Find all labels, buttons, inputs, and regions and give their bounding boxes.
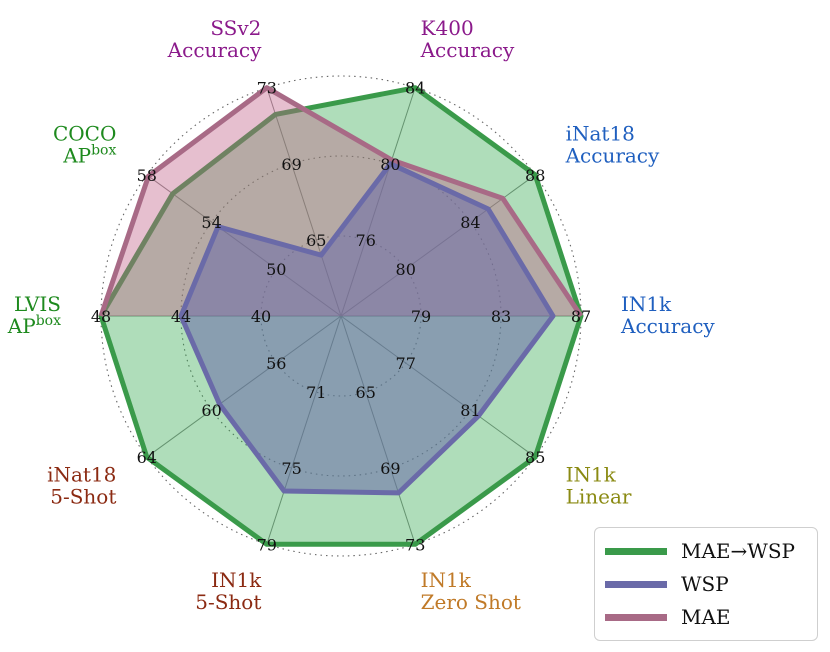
tick-k400-acc-1: 76 <box>356 231 376 250</box>
tick-in1k-5shot-2: 75 <box>281 459 301 478</box>
tick-lvis-ap-2: 44 <box>171 307 191 326</box>
series-wsp <box>178 161 556 496</box>
tick-in1k-linear-3: 85 <box>525 448 545 467</box>
tick-in1k-zeroshot-3: 73 <box>405 535 425 554</box>
chart-legend: MAE→WSP WSP MAE <box>594 527 818 641</box>
tick-k400-acc-3: 84 <box>405 79 425 98</box>
legend-item-mae: MAE <box>605 602 731 632</box>
legend-label-mae-wsp: MAE→WSP <box>681 539 795 563</box>
tick-inat18-5shot-1: 56 <box>266 354 286 373</box>
tick-in1k-acc-1: 79 <box>411 307 431 326</box>
legend-label-wsp: WSP <box>681 572 729 596</box>
tick-in1k-linear-2: 81 <box>460 401 480 420</box>
tick-inat18-acc-1: 80 <box>396 260 416 279</box>
tick-in1k-zeroshot-1: 65 <box>356 383 376 402</box>
series-line-mae <box>98 85 584 318</box>
tick-in1k-zeroshot-2: 69 <box>380 459 400 478</box>
tick-k400-acc-2: 80 <box>380 155 400 174</box>
tick-ssv2-acc-1: 65 <box>306 231 326 250</box>
legend-swatch-wsp <box>605 580 667 588</box>
legend-item-mae-wsp: MAE→WSP <box>605 536 795 566</box>
tick-inat18-5shot-3: 64 <box>137 448 157 467</box>
tick-in1k-5shot-1: 71 <box>306 383 326 402</box>
radar-series <box>98 85 584 547</box>
radar-tick-labels: 79 83 87 80 84 88 76 80 84 65 69 73 50 54 58 40 44 48 56 60… <box>91 79 591 555</box>
tick-in1k-acc-3: 87 <box>571 307 591 326</box>
tick-in1k-acc-2: 83 <box>491 307 511 326</box>
tick-in1k-5shot-3: 79 <box>257 535 277 554</box>
legend-item-wsp: WSP <box>605 569 729 599</box>
legend-swatch-mae <box>605 613 667 621</box>
legend-label-mae: MAE <box>681 605 731 629</box>
tick-ssv2-acc-3: 73 <box>257 79 277 98</box>
tick-lvis-ap-1: 40 <box>251 307 271 326</box>
legend-swatch-mae-wsp <box>605 547 667 555</box>
tick-inat18-acc-3: 88 <box>525 166 545 185</box>
tick-ssv2-acc-2: 69 <box>281 155 301 174</box>
tick-in1k-linear-1: 77 <box>396 354 416 373</box>
tick-inat18-5shot-2: 60 <box>201 401 221 420</box>
tick-coco-ap-1: 50 <box>266 260 286 279</box>
tick-lvis-ap-3: 48 <box>91 307 111 326</box>
tick-coco-ap-2: 54 <box>201 213 221 232</box>
tick-inat18-acc-2: 84 <box>460 213 480 232</box>
tick-coco-ap-3: 58 <box>137 166 157 185</box>
